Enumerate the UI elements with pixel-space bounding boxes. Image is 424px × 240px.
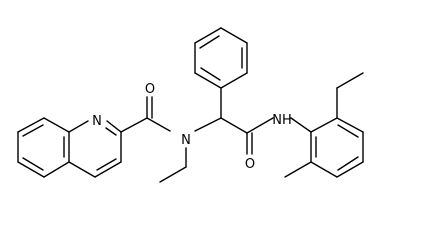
phenyl-ring	[194, 27, 248, 89]
bond-skeleton	[120, 87, 312, 183]
quinoline-ring	[17, 117, 122, 178]
dimethylphenyl-ring	[284, 72, 364, 178]
carbonyl-o2-label: O	[245, 157, 255, 172]
atom-labels: N O N O NH	[92, 82, 292, 172]
carbonyl-o1-label: O	[145, 82, 155, 97]
anilide-nh-label: NH	[272, 113, 292, 128]
structure-canvas: N O N O NH	[17, 27, 364, 183]
quinoline-n-label: N	[92, 114, 102, 129]
molecule-structure: N O N O NH	[17, 27, 364, 183]
amide-n-label: N	[181, 133, 191, 148]
